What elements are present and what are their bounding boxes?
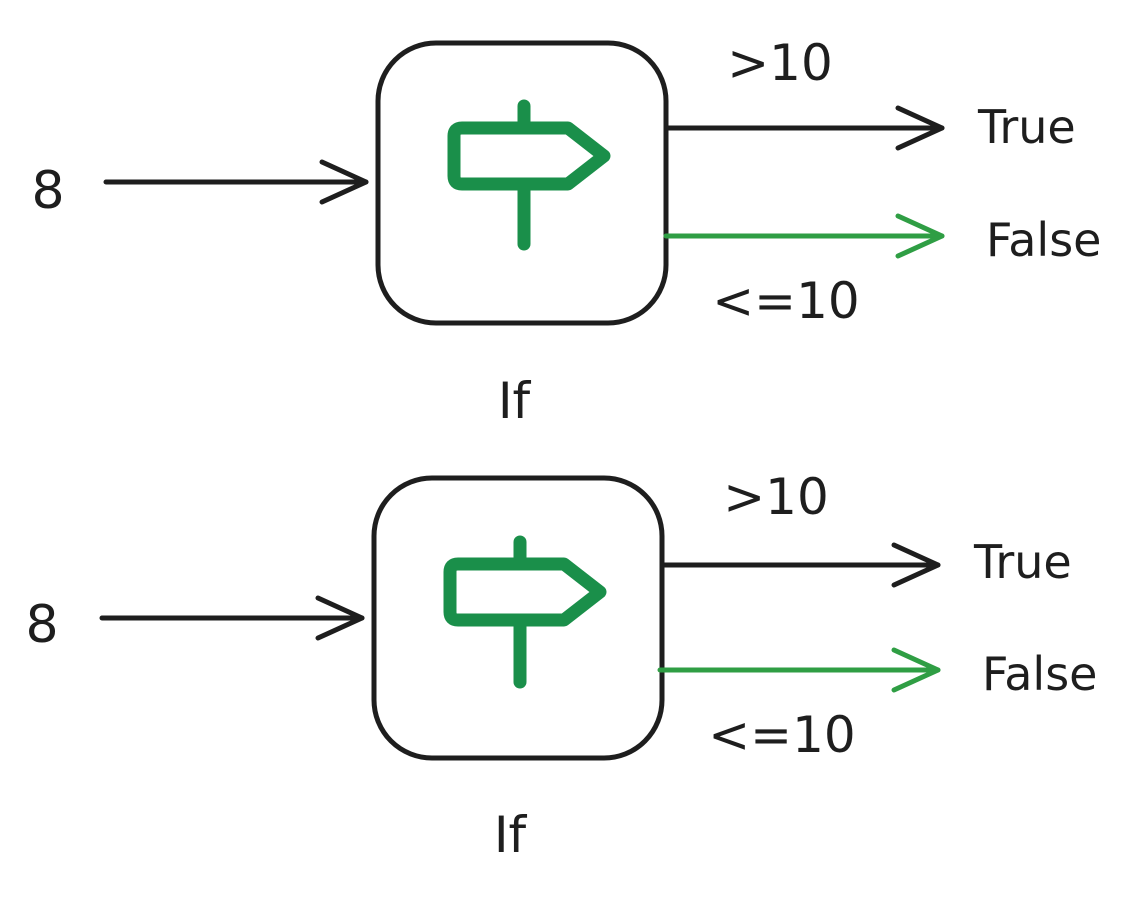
true-condition-label: >10 <box>727 34 833 92</box>
node-label: If <box>498 372 532 430</box>
true-output-label: True <box>977 100 1076 154</box>
false-condition-label: <=10 <box>712 272 859 330</box>
true-branch-arrow <box>665 105 945 151</box>
true-condition-label: >10 <box>723 468 829 526</box>
false-output-label: False <box>986 213 1101 267</box>
true-output-label: True <box>973 535 1072 589</box>
false-branch-arrow <box>657 647 941 693</box>
if-diagram-2: 8 >10 True False <=10 If <box>25 468 1097 864</box>
input-value-label: 8 <box>25 595 58 655</box>
false-branch-arrow <box>663 213 945 259</box>
false-condition-label: <=10 <box>708 706 855 764</box>
if-diagram-1: 8 >10 True False <=10 If <box>31 34 1101 430</box>
signpost-icon <box>447 99 611 251</box>
input-arrow <box>103 159 369 205</box>
node-label: If <box>494 806 528 864</box>
false-output-label: False <box>982 647 1097 701</box>
input-arrow <box>99 595 365 641</box>
input-value-label: 8 <box>31 161 64 221</box>
true-branch-arrow <box>661 542 941 588</box>
signpost-icon <box>443 535 607 689</box>
